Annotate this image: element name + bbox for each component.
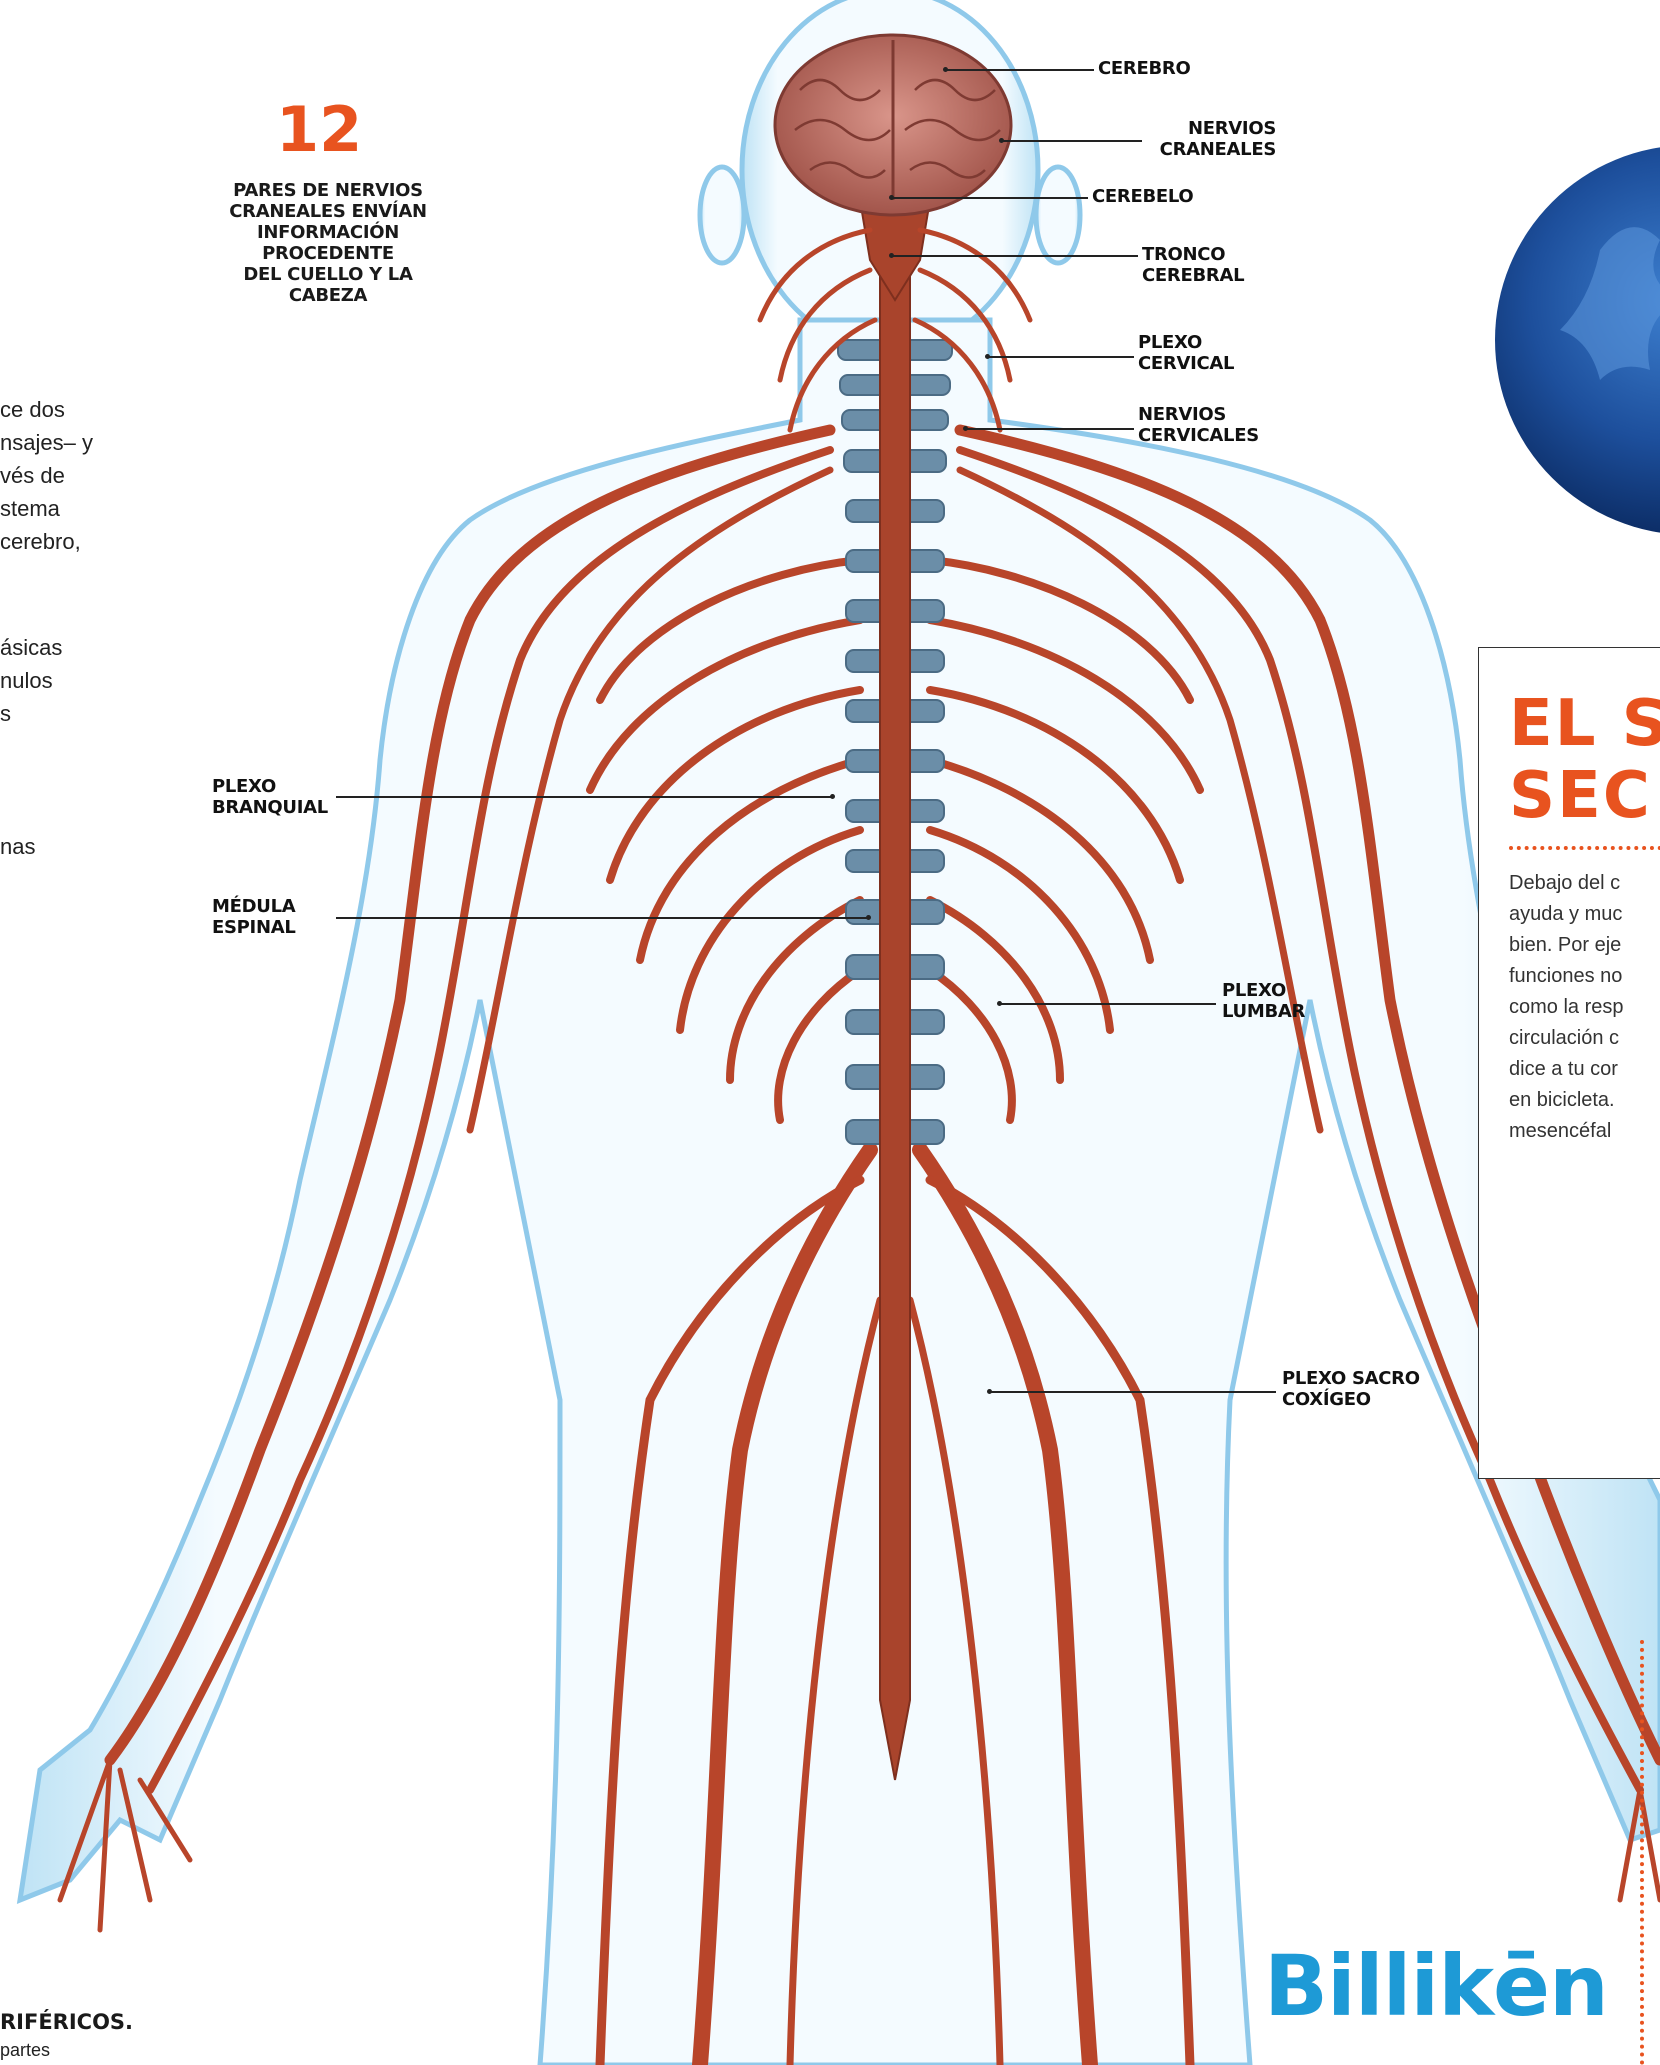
label-nervios-cervicales: NERVIOS CERVICALES [1138, 404, 1259, 446]
leader-plexo-sacro [990, 1391, 1276, 1393]
left-text-line: stema [0, 492, 140, 525]
leader-dot [866, 915, 871, 920]
spinal-cord [880, 260, 910, 1780]
cranial-pairs-caption: PARES DE NERVIOS CRANEALES ENVÍAN INFORM… [208, 180, 448, 306]
label-plexo-cervical: PLEXO CERVICAL [1138, 332, 1234, 374]
leader-cerebro [946, 69, 1094, 71]
leader-cerebelo [892, 197, 1088, 199]
left-text-line: cerebro, [0, 525, 140, 558]
label-cerebelo: CEREBELO [1092, 186, 1193, 207]
sidebar-title: EL S SEC [1509, 688, 1660, 832]
left-text-line: nas [0, 830, 140, 863]
leader-nervios-craneales [1002, 140, 1142, 142]
label-nervios-craneales: NERVIOS CRANEALES [1150, 118, 1276, 160]
neuron-globe-image [1495, 145, 1660, 535]
leader-medula-espinal [336, 917, 868, 919]
leader-dot [985, 354, 990, 359]
leader-nervios-cervicales [966, 428, 1134, 430]
left-text-line: nsajes– y [0, 426, 140, 459]
left-text-line: vés de [0, 459, 140, 492]
leader-tronco-cerebral [892, 255, 1138, 257]
sidebar-dotted-divider [1509, 846, 1660, 850]
label-plexo-lumbar: PLEXO LUMBAR [1222, 980, 1305, 1022]
footer-heading: RIFÉRICOS. [0, 2010, 133, 2034]
label-tronco-cerebral: TRONCO CEREBRAL [1142, 244, 1244, 286]
leader-dot [963, 426, 968, 431]
leader-dot [830, 794, 835, 799]
leader-dot [889, 253, 894, 258]
left-text-line: ce dos [0, 393, 140, 426]
label-plexo-branquial: PLEXO BRANQUIAL [212, 776, 328, 818]
cranial-pairs-number: 12 [276, 98, 360, 162]
label-medula-espinal: MÉDULA ESPINAL [212, 896, 296, 938]
leader-dot [999, 138, 1004, 143]
leader-dot [943, 67, 948, 72]
billiken-logo: Billikēn [1264, 1936, 1608, 2036]
leader-dot [889, 195, 894, 200]
left-text-line: s [0, 697, 140, 730]
dotted-frame [1640, 1640, 1644, 2065]
leader-plexo-lumbar [1000, 1003, 1216, 1005]
footer-subtext: partes [0, 2040, 50, 2061]
sidebar-box: EL S SEC Debajo del c ayuda y muc bien. … [1478, 647, 1660, 1479]
leader-plexo-cervical [988, 356, 1134, 358]
body-silhouette [20, 0, 1660, 2065]
leader-plexo-branquial [336, 796, 832, 798]
leader-dot [997, 1001, 1002, 1006]
leader-dot [987, 1389, 992, 1394]
left-text-line: ásicas [0, 631, 140, 664]
brain [775, 35, 1011, 215]
label-cerebro: CEREBRO [1098, 58, 1190, 79]
sidebar-text: Debajo del c ayuda y muc bien. Por eje f… [1509, 868, 1660, 1147]
label-plexo-sacro: PLEXO SACRO COXÍGEO [1282, 1368, 1420, 1410]
left-text-line: nulos [0, 664, 140, 697]
